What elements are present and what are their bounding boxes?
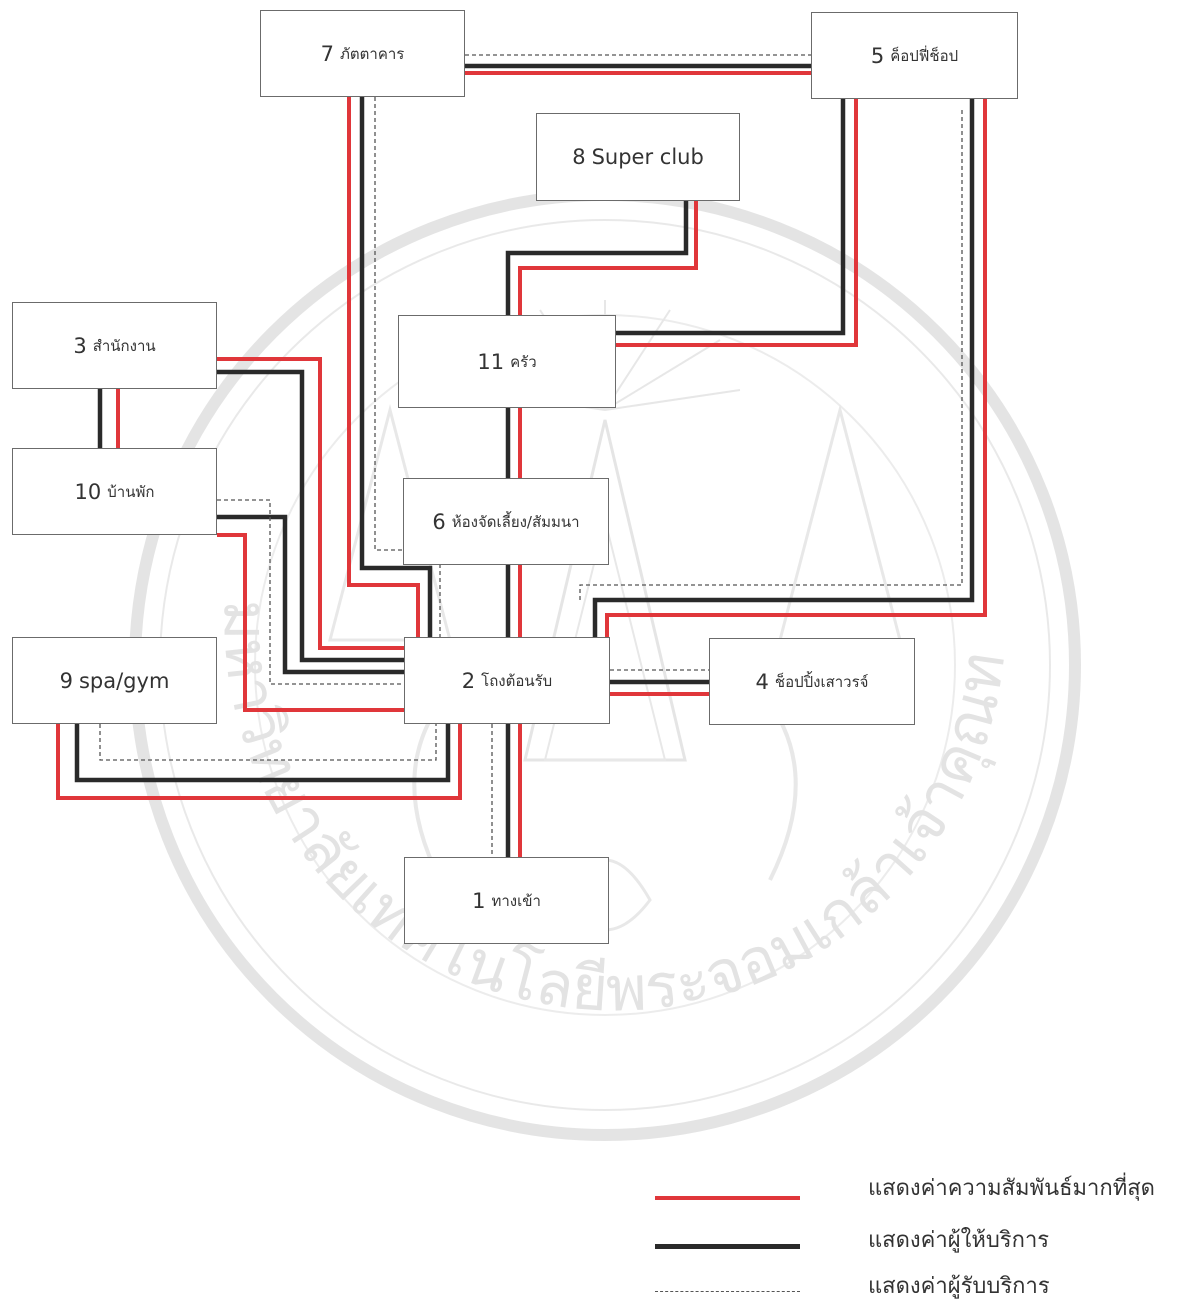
node-label: spa/gym bbox=[78, 668, 170, 693]
node-number: 3 bbox=[73, 333, 87, 358]
node-number: 9 bbox=[59, 668, 73, 693]
node-spa-gym: 9 spa/gym bbox=[12, 637, 217, 724]
provider-line bbox=[505, 201, 689, 315]
node-label: ภัตตาคาร bbox=[340, 44, 405, 63]
node-restaurant: 7 ภัตตาคาร bbox=[260, 10, 465, 97]
strongest-relation-line bbox=[217, 357, 404, 650]
connections bbox=[56, 54, 987, 857]
provider-line bbox=[616, 99, 846, 336]
node-entrance: 1 ทางเข้า bbox=[404, 857, 609, 944]
node-super-club: 8 Super club bbox=[536, 113, 740, 201]
receiver-line bbox=[99, 724, 437, 761]
node-label: ห้องจัดเลี้ยง/สัมมนา bbox=[451, 512, 580, 531]
node-lobby: 2 โถงต้อนรับ bbox=[404, 637, 610, 724]
node-number: 8 bbox=[572, 145, 586, 169]
legend-label-strongest: แสดงค่าความสัมพันธ์มากที่สุด bbox=[868, 1176, 1155, 1201]
node-office: 3 สำนักงาน bbox=[12, 302, 217, 389]
provider-line bbox=[74, 724, 451, 783]
node-coffee-shop: 5 ค็อปฟี่ช็อป bbox=[811, 12, 1018, 99]
node-label: Super club bbox=[591, 145, 704, 169]
node-label: สำนักงาน bbox=[92, 336, 156, 355]
legend-swatch-strongest bbox=[655, 1196, 800, 1200]
strongest-relation-line bbox=[616, 99, 858, 347]
node-number: 6 bbox=[432, 509, 446, 534]
strongest-relation-line bbox=[56, 724, 462, 800]
node-residence: 10 บ้านพัก bbox=[12, 448, 217, 535]
node-label: ค็อปฟี่ช็อป bbox=[890, 46, 959, 65]
node-label: โถงต้อนรับ bbox=[481, 671, 553, 690]
legend-label-provider: แสดงค่าผู้ให้บริการ bbox=[868, 1228, 1050, 1253]
node-banquet-seminar: 6 ห้องจัดเลี้ยง/สัมมนา bbox=[403, 478, 609, 565]
provider-line bbox=[359, 97, 433, 637]
node-label: ช็อปปิ้งเสาวรจ์ bbox=[774, 672, 869, 691]
node-label: ครัว bbox=[510, 352, 537, 371]
node-number: 5 bbox=[870, 43, 885, 68]
legend-swatch-receiver bbox=[655, 1291, 800, 1292]
node-kitchen: 11 ครัว bbox=[398, 315, 616, 408]
provider-line bbox=[217, 514, 404, 675]
node-number: 10 bbox=[74, 479, 102, 504]
node-label: ทางเข้า bbox=[491, 891, 541, 910]
strongest-relation-line bbox=[217, 533, 404, 712]
node-shopping: 4 ช็อปปิ้งเสาวรจ์ bbox=[709, 638, 915, 725]
provider-line bbox=[217, 369, 404, 663]
strongest-relation-line bbox=[518, 201, 698, 315]
node-number: 7 bbox=[320, 41, 335, 66]
node-number: 2 bbox=[461, 668, 476, 693]
strongest-relation-line bbox=[347, 97, 420, 637]
legend-swatch-provider bbox=[655, 1244, 800, 1249]
provider-line bbox=[592, 99, 975, 637]
node-number: 1 bbox=[472, 888, 486, 913]
receiver-line bbox=[217, 499, 404, 685]
node-number: 11 bbox=[477, 349, 505, 374]
node-label: บ้านพัก bbox=[107, 482, 155, 501]
strongest-relation-line bbox=[605, 99, 987, 637]
receiver-line bbox=[579, 110, 963, 600]
node-number: 4 bbox=[755, 669, 769, 694]
legend-label-receiver: แสดงค่าผู้รับบริการ bbox=[868, 1274, 1050, 1299]
